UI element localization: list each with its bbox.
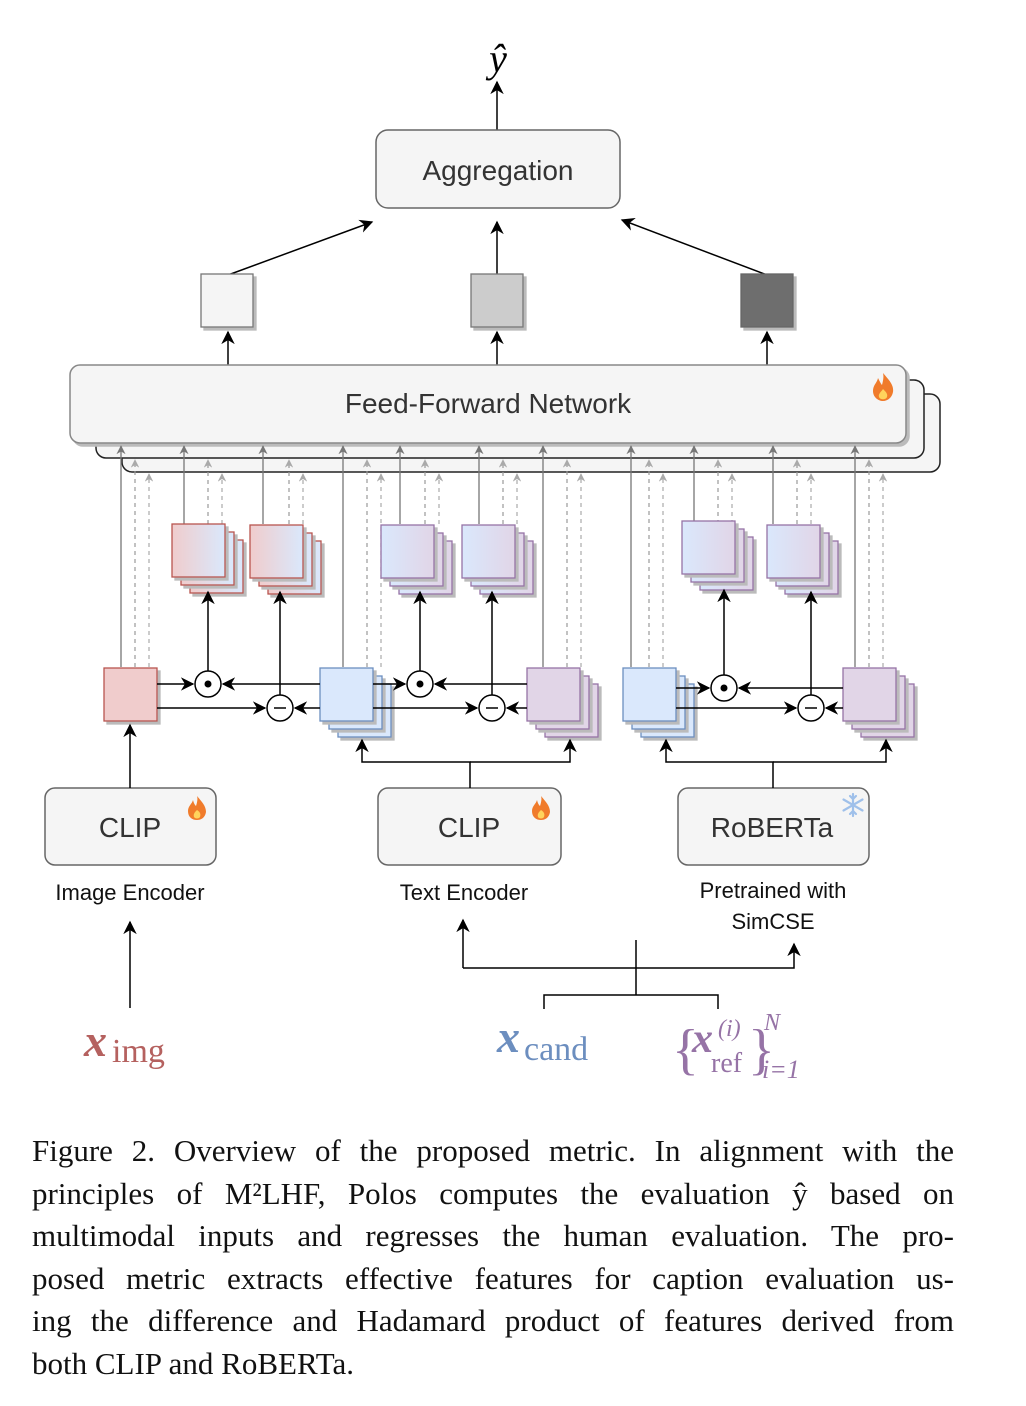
combined-feature-stack (461, 524, 534, 595)
aggregation-box: Aggregation (375, 129, 621, 209)
svg-text:N: N (763, 1010, 782, 1036)
feature-card (766, 524, 821, 579)
hadamard-dot (720, 684, 728, 692)
ffn-input-connectors (116, 445, 888, 667)
combined-feature-stack (380, 524, 453, 595)
architecture-diagram: ŷ Aggregation Feed-Forward Network CLIP (44, 36, 941, 1084)
snowflake-icon (842, 792, 864, 818)
encoder-name: CLIP (99, 812, 161, 843)
encoder-clip-image: CLIP (44, 787, 217, 866)
encoder-name: CLIP (438, 812, 500, 843)
fire-icon (532, 796, 550, 820)
output-feature-box (200, 273, 254, 328)
brace-open: { (672, 1019, 699, 1081)
difference-operator (266, 694, 294, 722)
svg-text:ref: ref (711, 1048, 743, 1079)
feature-card (842, 667, 897, 722)
figure-caption: Figure 2. Overview of the proposed metri… (32, 1130, 954, 1385)
combined-feature-stack (766, 524, 839, 595)
difference-operator (478, 694, 506, 722)
svg-text:x: x (496, 1011, 520, 1062)
roberta-caption-line1: Pretrained with (700, 878, 847, 903)
hadamard-operator (194, 670, 222, 698)
feature-card (526, 667, 581, 722)
candidate-clip-feature-stack (319, 667, 392, 738)
output-feature-box (740, 273, 794, 328)
hadamard-operator (710, 674, 738, 702)
caption-line: ing the difference and Hadamard product … (32, 1303, 954, 1338)
base-feature-row (103, 588, 915, 738)
combined-feature-stacks (171, 520, 839, 595)
feed-forward-network: Feed-Forward Network (69, 364, 941, 473)
svg-text:i=1: i=1 (762, 1055, 800, 1084)
svg-text:x: x (691, 1016, 713, 1062)
ffn-output-boxes (200, 273, 794, 328)
output-y-hat: ŷ (485, 36, 507, 81)
feature-card (681, 520, 736, 575)
input-x-img: x img (83, 1015, 165, 1070)
feature-card (622, 667, 677, 722)
feature-card (461, 524, 516, 579)
caption-line: posed metric extracts effective features… (32, 1260, 954, 1296)
svg-text:x: x (83, 1015, 107, 1066)
svg-text:img: img (112, 1033, 165, 1070)
svg-text:(i): (i) (718, 1016, 741, 1042)
caption-line: multimodal inputs and regresses the huma… (32, 1218, 954, 1253)
feature-card (380, 524, 435, 579)
feature-card (171, 523, 226, 578)
text-encoder-caption: Text Encoder (400, 880, 528, 905)
output-feature-box (470, 273, 524, 328)
difference-operator (797, 694, 825, 722)
fire-icon (188, 796, 206, 820)
svg-text:cand: cand (524, 1031, 588, 1068)
reference-clip-feature-stack (526, 667, 599, 738)
hadamard-dot (204, 680, 212, 688)
feature-card (319, 667, 374, 722)
input-x-ref-set: { x (i) ref } N i=1 (672, 1010, 800, 1084)
feature-card (249, 524, 304, 579)
input-x-cand: x cand (496, 1011, 588, 1068)
image-encoder-caption: Image Encoder (55, 880, 204, 905)
combined-feature-stack (249, 524, 322, 595)
brace-close: } (748, 1019, 775, 1081)
candidate-roberta-feature-stack (622, 667, 695, 738)
caption-line: Figure 2. Overview of the proposed metri… (32, 1133, 954, 1168)
encoder-clip-text: CLIP (377, 787, 562, 866)
aggregation-label: Aggregation (422, 155, 573, 186)
caption-line: principles of M²LHF, Polos computes the … (32, 1175, 954, 1211)
encoder-name: RoBERTa (711, 812, 834, 843)
roberta-caption-line2: SimCSE (731, 909, 814, 934)
image-feature-box (103, 667, 158, 722)
caption-line: both CLIP and RoBERTa. (32, 1345, 355, 1381)
reference-roberta-feature-stack (842, 667, 915, 738)
combined-feature-stack (171, 523, 244, 594)
encoder-roberta: RoBERTa (677, 787, 870, 866)
ffn-label: Feed-Forward Network (345, 388, 632, 419)
hadamard-dot (416, 680, 424, 688)
fire-icon (873, 373, 894, 401)
combined-feature-stack (681, 520, 754, 591)
hadamard-operator (406, 670, 434, 698)
